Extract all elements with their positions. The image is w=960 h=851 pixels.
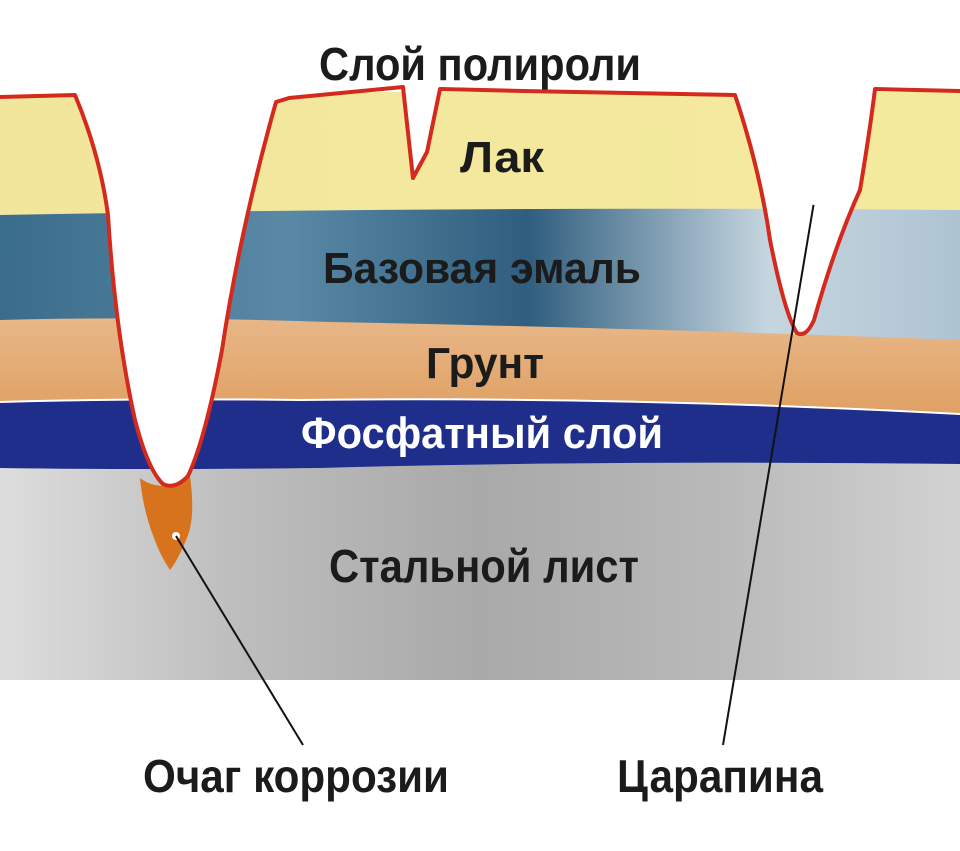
phosphate-layer [0, 399, 960, 471]
polish-layer-label: Слой полироли [319, 38, 641, 90]
scratch-leader-line [722, 201, 815, 746]
steel-layer-label: Стальной лист [329, 540, 639, 592]
deep-scratch-cut [75, 0, 292, 486]
phosphate-layer-label: Фосфатный слой [301, 409, 663, 458]
polish-outline [0, 85, 960, 488]
scratch-callout-label: Царапина [617, 750, 823, 802]
scratch-marker-dot [811, 199, 817, 205]
clearcoat-layer-label: Лак [460, 133, 545, 182]
phosphate-highlight [0, 398, 960, 415]
scratch-cut [735, 0, 875, 335]
left-top-gap [0, 0, 80, 97]
corrosion-callout-label: Очаг коррозии [143, 750, 449, 802]
right-top-gap [875, 0, 960, 91]
primer-layer [0, 318, 960, 418]
primer-layer-label: Грунт [426, 339, 544, 388]
corrosion-leader-line [175, 535, 304, 746]
steel-layer [0, 462, 960, 680]
corrosion-spot [140, 476, 193, 570]
basecoat-layer-label: Базовая эмаль [323, 244, 641, 293]
